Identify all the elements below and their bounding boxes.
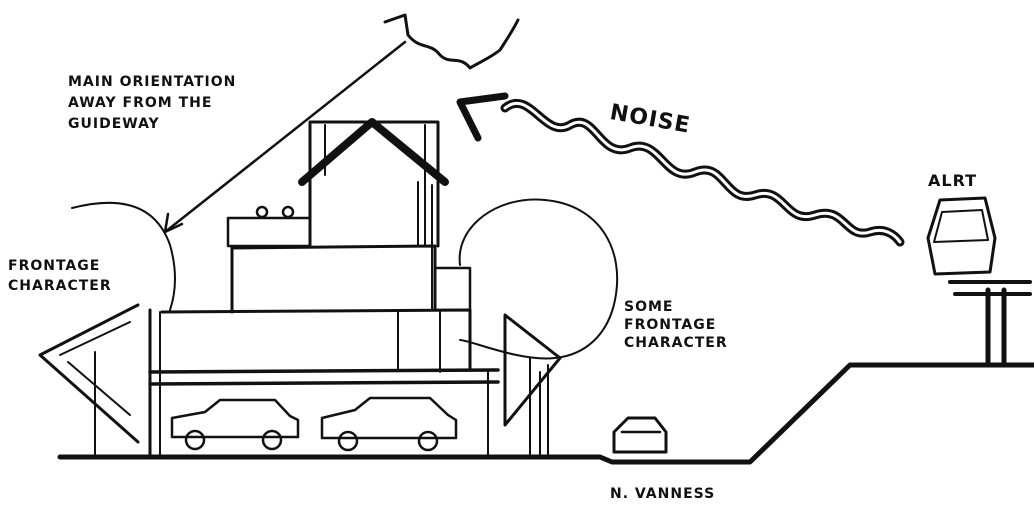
frontage-character-note: FRONTAGE CHARACTER [8, 256, 112, 296]
main-orientation-line-1: MAIN ORIENTATION [68, 72, 236, 93]
frontage-line-1: FRONTAGE [8, 256, 112, 276]
alrt-deck [950, 282, 1030, 294]
alrt-vehicle [928, 198, 995, 274]
right-car-wheel-1 [339, 432, 357, 450]
left-triangle-shrub-hatch [60, 322, 130, 455]
left-car-wheel-1 [186, 431, 204, 449]
right-entry-block [435, 268, 470, 310]
some-frontage-line-2: FRONTAGE [624, 316, 728, 334]
terrace-figure-1 [257, 207, 267, 217]
left-car-wheel-2 [263, 431, 281, 449]
right-triangle-shrub [505, 315, 560, 425]
terrace-figure-2 [283, 207, 293, 217]
noise-arrow-head [460, 96, 505, 138]
alrt-window [934, 210, 988, 242]
building-middle [232, 246, 435, 312]
building-roof [302, 122, 445, 182]
parking-deck [150, 370, 498, 384]
some-frontage-character-note: SOME FRONTAGE CHARACTER [624, 298, 728, 352]
alrt-column [988, 290, 1004, 365]
right-tree-canopy [460, 199, 618, 358]
right-car-wheel-2 [419, 432, 437, 450]
main-orientation-note: MAIN ORIENTATION AWAY FROM THE GUIDEWAY [68, 72, 236, 135]
alrt-label: ALRT [928, 170, 977, 191]
some-frontage-line-1: SOME [624, 298, 728, 316]
street-label: N. VANNESS [610, 484, 715, 505]
right-car [322, 398, 456, 438]
main-orientation-line-3: GUIDEWAY [68, 114, 236, 135]
frontage-line-2: CHARACTER [8, 276, 112, 296]
street-car [614, 418, 666, 452]
main-orientation-line-2: AWAY FROM THE [68, 93, 236, 114]
roof-terrace [228, 218, 310, 246]
some-frontage-line-3: CHARACTER [624, 334, 728, 352]
orientation-leader-line [165, 42, 405, 232]
